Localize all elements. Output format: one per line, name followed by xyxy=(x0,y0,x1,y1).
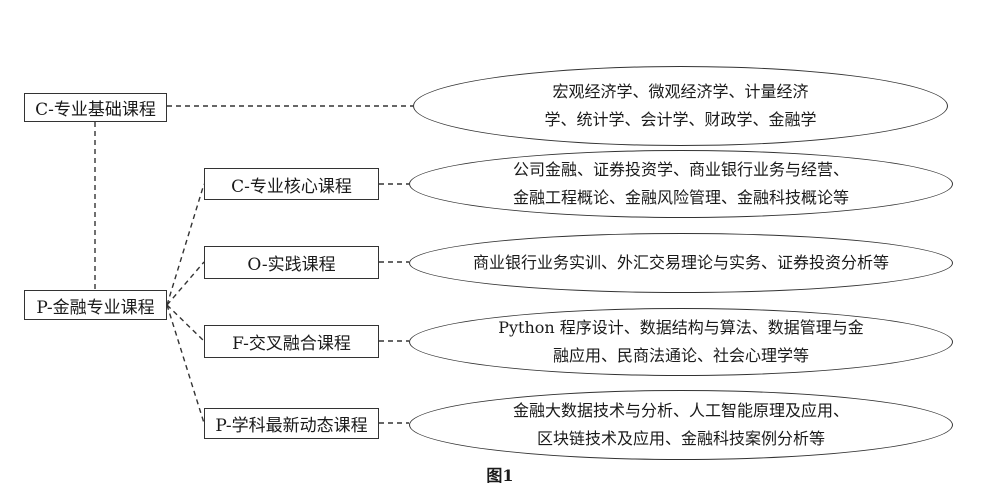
frontier-course-label: P-学科最新动态课程 xyxy=(215,416,368,436)
interdisciplinary-course-box: F-交叉融合课程 xyxy=(204,325,379,358)
root-to-core-connector xyxy=(166,183,205,306)
frontier-course-line-1: 金融大数据技术与分析、人工智能原理及应用、 xyxy=(512,401,849,420)
foundation-course-line-2: 学、统计学、会计学、财政学、金融学 xyxy=(544,110,817,129)
root-course-label: P-金融专业课程 xyxy=(36,297,155,318)
root-to-frontier-connector xyxy=(166,304,205,424)
core-course-line-1: 公司金融、证券投资学、商业银行业务与经营、 xyxy=(512,160,849,179)
core-course-label: C-专业核心课程 xyxy=(231,176,352,197)
foundation-course-label: C-专业基础课程 xyxy=(35,100,156,120)
root-to-practice-connector xyxy=(166,261,205,306)
core-course-line-2: 金融工程概论、金融风险管理、金融科技概论等 xyxy=(512,188,849,207)
interdisciplinary-course-line-1: Python 程序设计、数据结构与算法、数据管理与金 xyxy=(498,318,864,337)
foundation-course-ellipse: 宏观经济学、微观经济学、计量经济 学、统计学、会计学、财政学、金融学 xyxy=(413,66,948,146)
frontier-course-line-2: 区块链技术及应用、金融科技案例分析等 xyxy=(536,429,825,448)
connectors xyxy=(94,105,413,424)
foundation-course-line-1: 宏观经济学、微观经济学、计量经济 xyxy=(552,82,809,101)
practice-course-label: O-实践课程 xyxy=(247,255,336,275)
practice-course-ellipse: 商业银行业务实训、外汇交易理论与实务、证券投资分析等 xyxy=(409,233,953,293)
interdisciplinary-course-label: F-交叉融合课程 xyxy=(232,334,351,354)
frontier-course-ellipse: 金融大数据技术与分析、人工智能原理及应用、 区块链技术及应用、金融科技案例分析等 xyxy=(409,390,953,460)
foundation-course-box: C-专业基础课程 xyxy=(24,93,167,122)
practice-course-line-1: 商业银行业务实训、外汇交易理论与实务、证券投资分析等 xyxy=(472,253,889,272)
interdisciplinary-course-line-2: 融应用、民商法通论、社会心理学等 xyxy=(552,346,809,365)
practice-course-box: O-实践课程 xyxy=(204,246,379,279)
frontier-course-box: P-学科最新动态课程 xyxy=(204,408,379,439)
core-course-ellipse: 公司金融、证券投资学、商业银行业务与经营、 金融工程概论、金融风险管理、金融科技… xyxy=(409,150,953,218)
figure-caption: 图1 xyxy=(486,466,514,485)
core-course-box: C-专业核心课程 xyxy=(204,168,379,200)
interdisciplinary-course-ellipse: Python 程序设计、数据结构与算法、数据管理与金 融应用、民商法通论、社会心… xyxy=(409,308,953,376)
root-course-box: P-金融专业课程 xyxy=(24,290,167,320)
